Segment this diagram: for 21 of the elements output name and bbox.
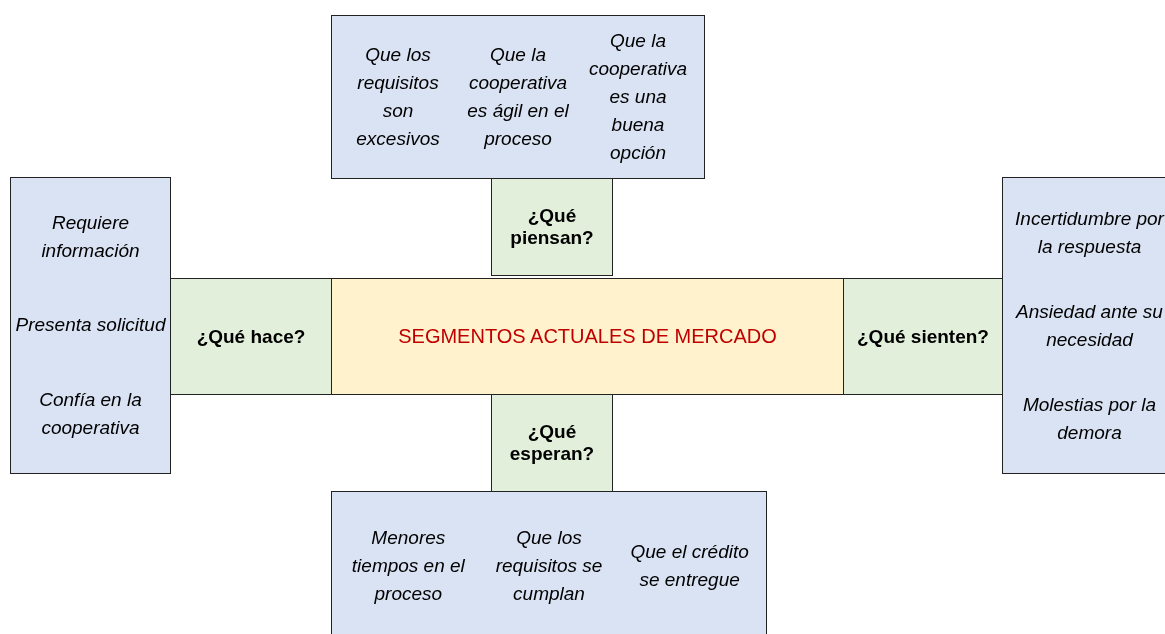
note-text: Requiere información	[40, 211, 141, 264]
note-text: Incertidumbre por la respuesta	[1014, 206, 1165, 259]
note-text: Confía en la cooperativa	[38, 387, 143, 440]
note-text: Que los requisitos son excesivos	[355, 43, 441, 151]
question-box: ¿Qué piensan?	[491, 178, 613, 276]
question-box: ¿Qué sienten?	[843, 278, 1003, 395]
note-text: Que los requisitos se cumplan	[494, 526, 604, 606]
note-text: Que la cooperativa es ágil en el proceso	[466, 43, 570, 151]
note-text: Molestias por la demora	[1021, 392, 1158, 445]
note-panel	[10, 177, 171, 474]
note-text: Presenta solicitud	[15, 313, 166, 338]
note-text: Ansiedad ante su necesidad	[1014, 299, 1164, 352]
note-panel	[1002, 177, 1165, 474]
note-text: Que el crédito se entregue	[629, 540, 750, 592]
note-text: Que la cooperativa es una buena opción	[587, 29, 689, 165]
note-panel	[331, 15, 705, 179]
center-box: SEGMENTOS ACTUALES DE MERCADO	[331, 278, 844, 395]
question-box: ¿Qué hace?	[170, 278, 332, 395]
note-text: Menores tiempos en el proceso	[350, 526, 466, 606]
note-panel	[331, 491, 767, 634]
question-box: ¿Qué esperan?	[491, 394, 613, 492]
